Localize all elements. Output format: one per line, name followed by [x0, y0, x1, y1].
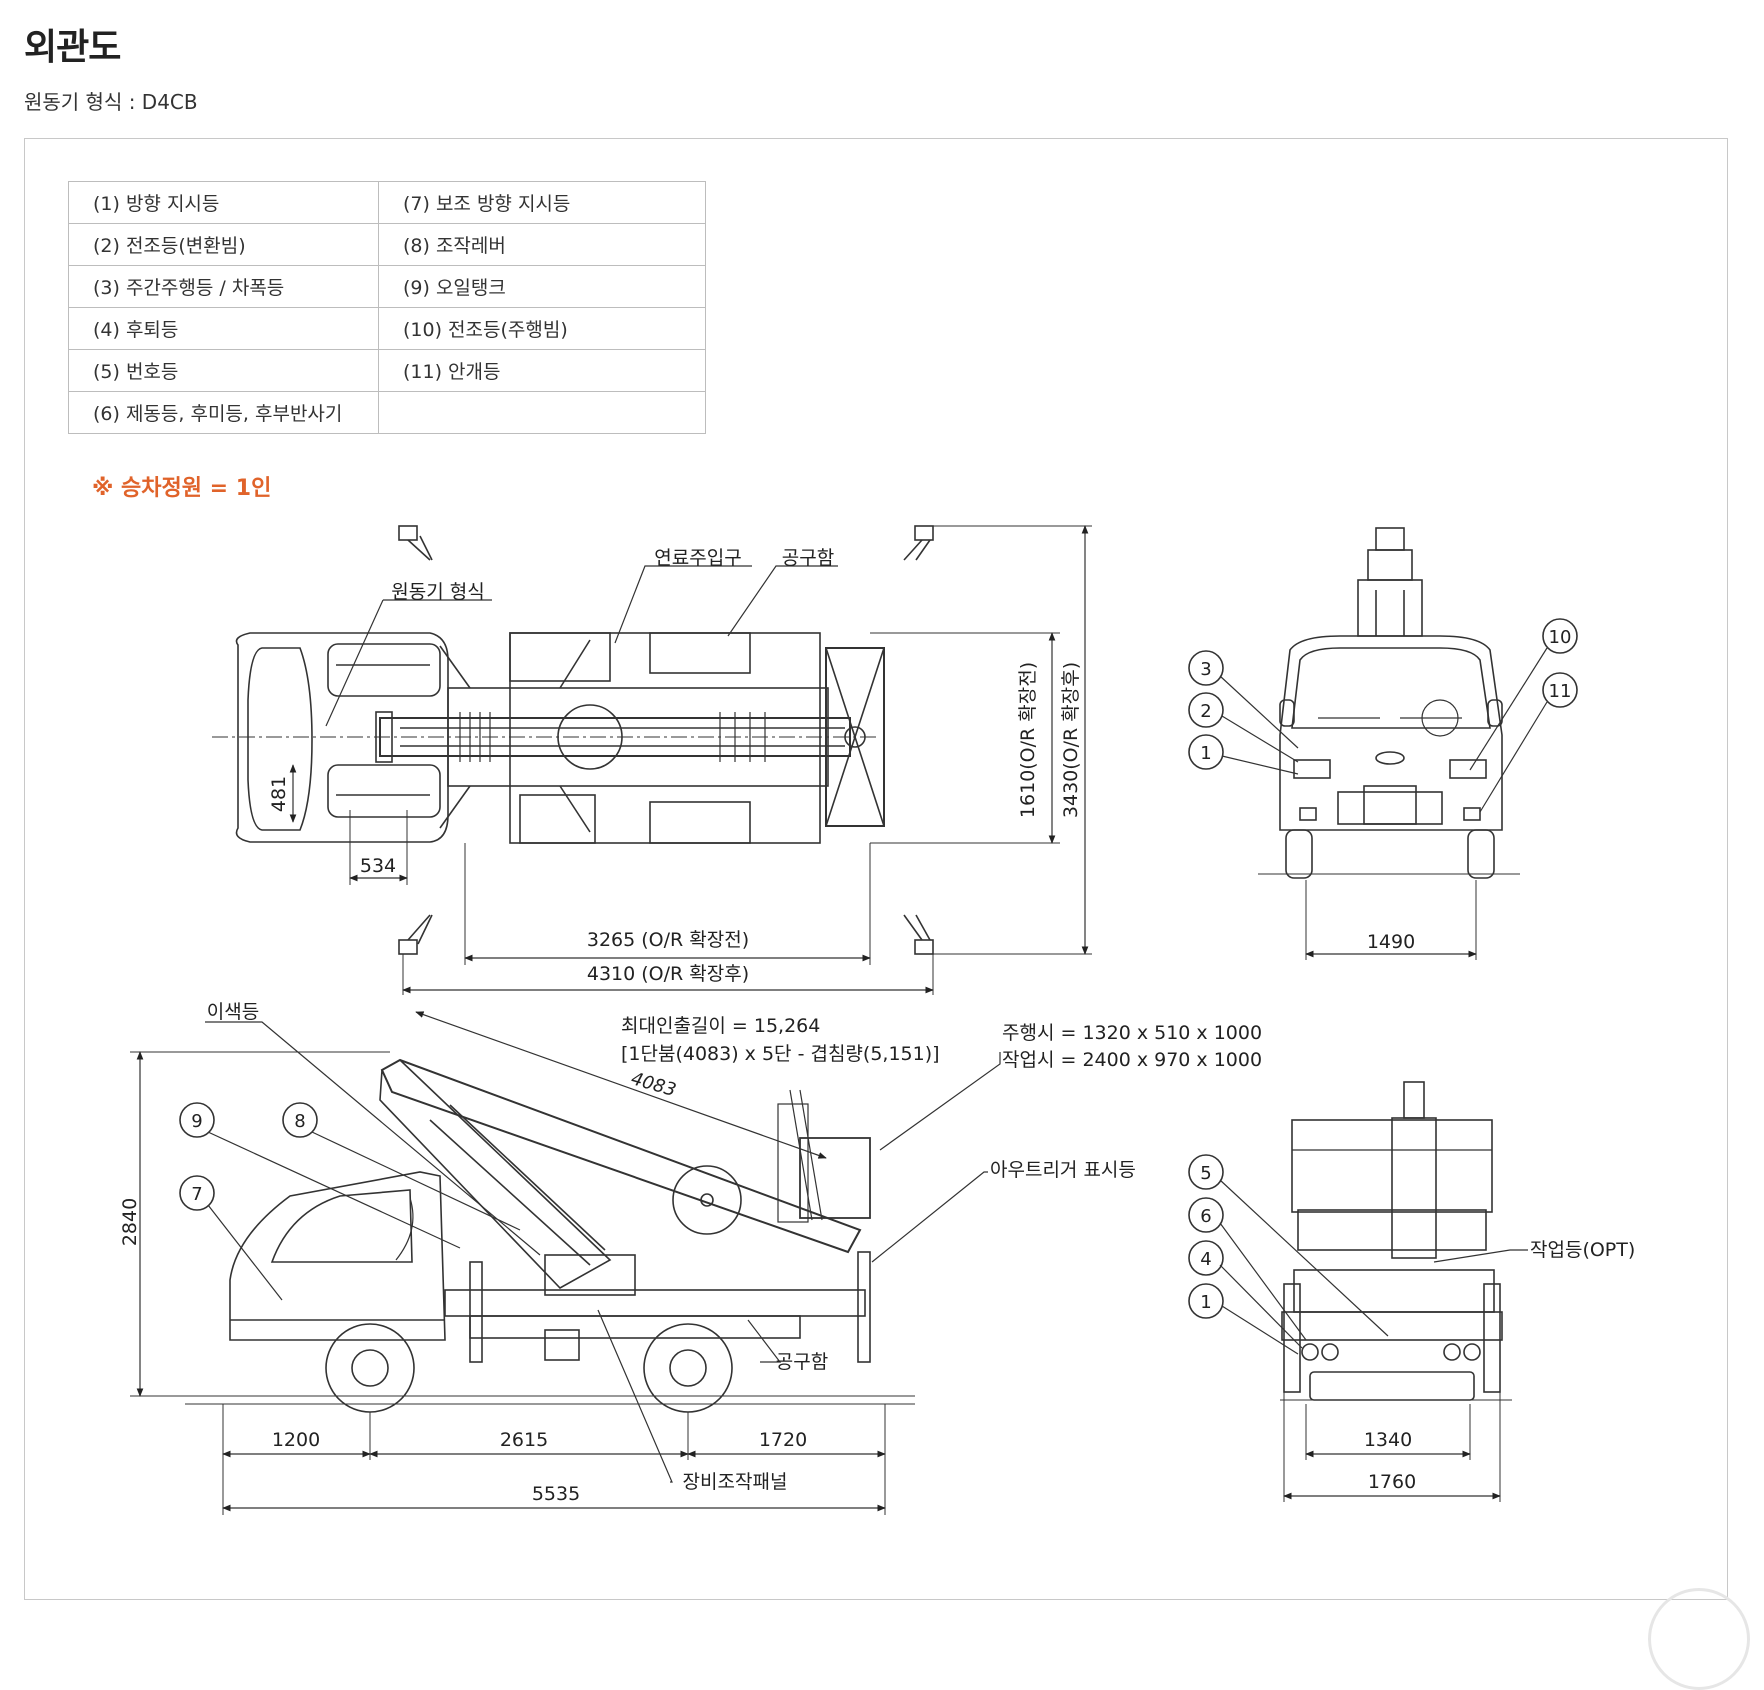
top-view	[212, 525, 1092, 995]
legend-cell	[378, 391, 706, 434]
label-toolbox-side: 공구함	[776, 1351, 828, 1373]
dim-5535: 5535	[532, 1483, 580, 1505]
callout-1: 1	[1200, 743, 1211, 764]
callout-4: 4	[1200, 1249, 1211, 1270]
technical-drawing: 원동기 형식 연료주입구 공구함 481 534 1610(O/R 확장전) 3…	[119, 525, 1635, 1515]
callout-1-rear: 1	[1200, 1292, 1211, 1313]
callout-10: 10	[1549, 627, 1572, 648]
dim-2615: 2615	[500, 1429, 548, 1451]
decorative-circle	[1648, 1588, 1750, 1690]
legend-row: (6) 제동등, 후미등, 후부반사기	[68, 391, 706, 434]
label-max-reach: 최대인출길이 = 15,264	[621, 1015, 820, 1037]
engine-type-label: 원동기 형식 : D4CB	[24, 90, 198, 114]
dim-1490: 1490	[1367, 931, 1415, 953]
callout-5: 5	[1200, 1163, 1211, 1184]
dim-1760: 1760	[1368, 1471, 1416, 1493]
legend-row: (4) 후퇴등 (10) 전조등(주행빔)	[68, 307, 706, 350]
label-toolbox-top: 공구함	[782, 547, 834, 569]
legend-row: (5) 번호등 (11) 안개등	[68, 349, 706, 392]
capacity-note: ※ 승차정원 = 1인	[92, 476, 272, 501]
legend-cell: (5) 번호등	[68, 349, 379, 392]
label-work-light: 작업등(OPT)	[1530, 1239, 1635, 1261]
side-view	[130, 1011, 1001, 1515]
callout-9: 9	[191, 1111, 202, 1132]
legend-row: (3) 주간주행등 / 차폭등 (9) 오일탱크	[68, 265, 706, 308]
label-control-panel: 장비조작패널	[683, 1471, 788, 1493]
callout-11: 11	[1549, 681, 1572, 702]
legend-cell: (11) 안개등	[378, 349, 706, 392]
callout-2: 2	[1200, 701, 1211, 722]
legend-cell: (7) 보조 방향 지시등	[378, 181, 706, 224]
label-travel-dims: 주행시 = 1320 x 510 x 1000	[1002, 1022, 1262, 1044]
dim-1200: 1200	[272, 1429, 320, 1451]
callout-8: 8	[294, 1111, 305, 1132]
dim-3430: 3430(O/R 확장후)	[1060, 662, 1082, 818]
legend-cell: (3) 주간주행등 / 차폭등	[68, 265, 379, 308]
label-outrigger-indicator: 아우트리거 표시등	[990, 1159, 1136, 1181]
dim-3265: 3265 (O/R 확장전)	[587, 929, 749, 951]
label-clearance-lamp: 이색등	[207, 1001, 259, 1023]
dim-4310: 4310 (O/R 확장후)	[587, 963, 749, 985]
front-view	[1188, 527, 1578, 960]
label-fuel-inlet: 연료주입구	[654, 547, 741, 569]
legend-cell: (6) 제동등, 후미등, 후부반사기	[68, 391, 379, 434]
rear-view	[1188, 1081, 1528, 1502]
dim-481: 481	[268, 776, 290, 812]
label-work-dims: 작업시 = 2400 x 970 x 1000	[1002, 1049, 1262, 1071]
dim-2840: 2840	[119, 1198, 141, 1246]
legend-cell: (8) 조작레버	[378, 223, 706, 266]
legend-cell: (10) 전조등(주행빔)	[378, 307, 706, 350]
callout-7: 7	[191, 1184, 202, 1205]
callout-6: 6	[1200, 1206, 1211, 1227]
dim-534: 534	[360, 855, 396, 877]
callout-3: 3	[1200, 659, 1211, 680]
dim-1610: 1610(O/R 확장전)	[1017, 662, 1039, 818]
label-engine-type: 원동기 형식	[391, 581, 484, 603]
dim-1340: 1340	[1364, 1429, 1412, 1451]
legend-row: (2) 전조등(변환빔) (8) 조작레버	[68, 223, 706, 266]
legend-table: (1) 방향 지시등 (7) 보조 방향 지시등 (2) 전조등(변환빔) (8…	[68, 181, 706, 434]
page-title: 외관도	[24, 27, 121, 68]
label-reach-formula: [1단붐(4083) x 5단 - 겹침량(5,151)]	[621, 1043, 940, 1065]
dim-1720: 1720	[759, 1429, 807, 1451]
